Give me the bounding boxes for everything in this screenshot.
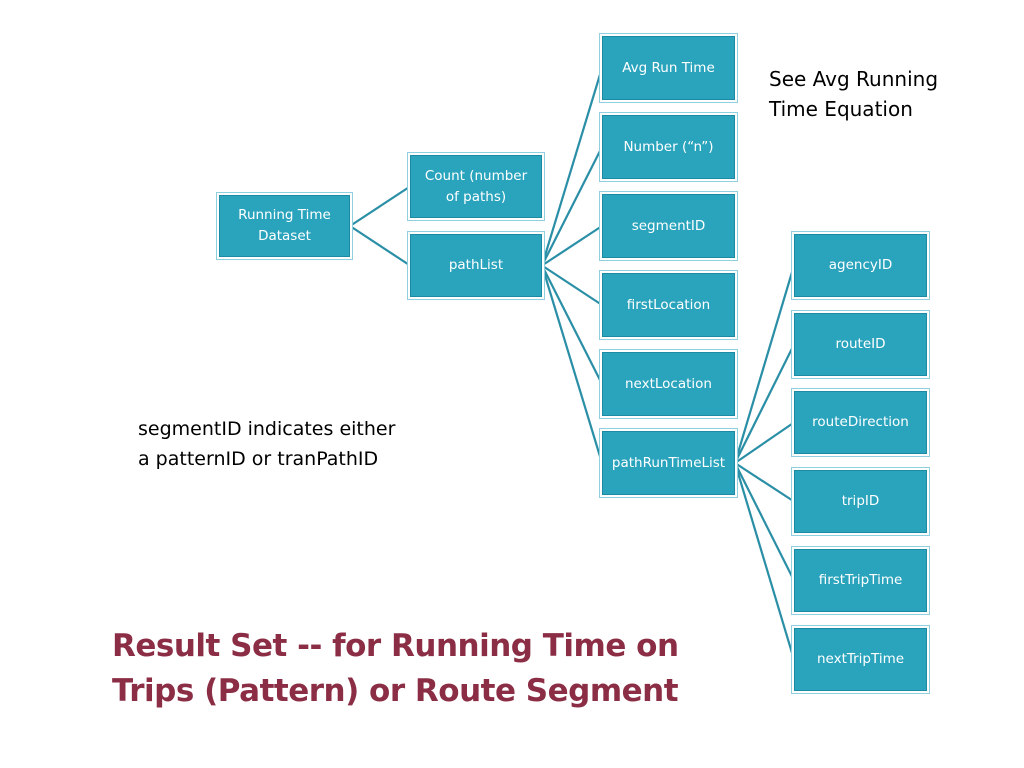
segmentid-note: segmentID indicates either a patternID o… — [138, 418, 396, 470]
node-pathlist: pathList — [410, 234, 542, 297]
node-nexttriptime: nextTripTime — [794, 628, 927, 691]
node-pathruntimelist: pathRunTimeList — [602, 431, 735, 495]
connector-pathruntimelist-to-child — [734, 344, 795, 464]
node-count: Count (number of paths) — [410, 155, 542, 218]
node-firstlocation: firstLocation — [602, 273, 735, 337]
node-tripid: tripID — [794, 470, 927, 533]
connector-pathruntimelist-to-child — [733, 462, 796, 660]
connector-pathlist-to-child — [540, 265, 604, 464]
connector-root-to-count — [349, 185, 411, 227]
connector-pathlist-to-child — [540, 67, 604, 266]
connector-pathlist-to-child — [541, 146, 603, 266]
node-avg-run-time: Avg Run Time — [602, 36, 735, 100]
connector-pathlist-to-child — [541, 265, 603, 385]
node-agencyid: agencyID — [794, 234, 927, 297]
connector-root-to-pathlist — [349, 225, 411, 267]
avg-equation-note: See Avg Running Time Equation — [769, 67, 939, 121]
node-running-time-dataset: Running Time Dataset — [219, 195, 350, 257]
node-nextlocation: nextLocation — [602, 352, 735, 416]
connector-pathruntimelist-to-child — [733, 265, 796, 464]
slide-title: Result Set -- for Running Time on Trips … — [112, 628, 679, 709]
connector-pathlist-to-child — [541, 225, 603, 267]
connector-pathlist-to-child — [541, 264, 603, 306]
node-number-n: Number (“n”) — [602, 115, 735, 179]
connector-pathruntimelist-to-child — [734, 462, 795, 503]
node-firsttriptime: firstTripTime — [794, 549, 927, 612]
node-routedirection: routeDirection — [794, 391, 927, 454]
node-segmentid: segmentID — [602, 194, 735, 258]
connector-pathruntimelist-to-child — [734, 462, 795, 581]
connector-pathruntimelist-to-child — [734, 421, 795, 464]
node-routeid: routeID — [794, 313, 927, 376]
